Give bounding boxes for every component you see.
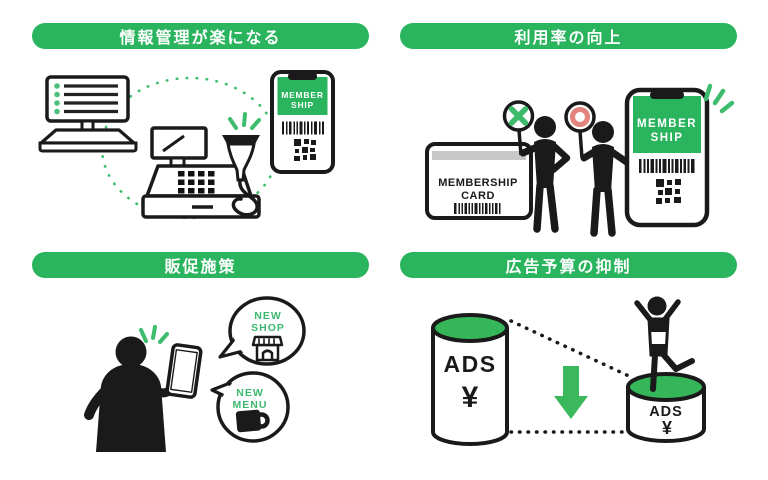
card-label-line1: MEMBERSHIP: [438, 177, 518, 189]
card-label-line2: CARD: [461, 190, 495, 202]
membership-card: MEMBERSHIP CARD: [425, 142, 533, 220]
dotted-decline-lines: [509, 319, 633, 434]
cylinder-large-label: ADS: [443, 351, 496, 377]
phone-label-line2: SHIP: [651, 132, 684, 144]
smartphone-icon: MEMBER SHIP: [270, 70, 335, 174]
qr-code-icon: [656, 179, 681, 204]
barcode-scanner-icon: [222, 112, 261, 217]
keypad: [178, 171, 215, 194]
promo-person-silhouette: [84, 336, 180, 452]
phone-label-line1: MEMBER: [281, 90, 324, 100]
o-sign-paddle-icon: [564, 101, 596, 159]
cylinder-small-label: ADS: [649, 404, 683, 420]
ads-cylinder-large: ADS ¥: [431, 313, 509, 446]
section-title-usage-rate: 利用率の向上: [400, 23, 737, 49]
bubble-shop-line2: SHOP: [251, 322, 285, 334]
illustration-ad-budget: ADS ¥ ADS ¥: [431, 296, 706, 446]
bubble-shop-line1: NEW: [254, 310, 282, 322]
phone-label-line1: MEMBER: [637, 118, 697, 130]
shop-icon: [251, 335, 284, 362]
speech-bubble-new-shop: NEW SHOP: [218, 296, 306, 366]
ads-cylinder-small: ADS ¥: [626, 372, 706, 443]
illustration-info-management: MEMBER SHIP: [38, 70, 335, 220]
sparkle-icon: [703, 83, 735, 114]
barcode-icon: [639, 159, 695, 173]
section-title-sales-promotion: 販促施策: [32, 252, 369, 278]
down-arrow-icon: [554, 366, 588, 419]
barcode-icon: [282, 121, 324, 135]
person-with-o-sign: [580, 121, 632, 237]
cylinder-large-currency: ¥: [462, 381, 479, 414]
person-with-x-sign: [519, 116, 571, 233]
coffee-cup-icon: [235, 409, 270, 433]
bubble-menu-line1: NEW: [236, 387, 264, 399]
illustration-sales-promotion: NEW SHOP NEW MENU: [84, 296, 306, 452]
qr-code-icon: [294, 139, 316, 161]
sparkle-icon: [139, 325, 169, 344]
bubble-menu-line2: MENU: [233, 399, 268, 411]
cylinder-small-currency: ¥: [662, 418, 672, 438]
barcode-icon: [454, 203, 501, 214]
x-sign-paddle-icon: [502, 100, 535, 156]
section-title-ad-budget: 広告予算の抑制: [400, 252, 737, 278]
sparkle-icon: [228, 112, 261, 130]
cheering-person: [634, 296, 695, 392]
illustration-usage-rate: MEMBERSHIP CARD: [425, 83, 735, 237]
phone-label-line2: SHIP: [291, 100, 314, 110]
smartphone-icon: [165, 343, 203, 399]
smartphone-icon: MEMBER SHIP: [624, 83, 735, 228]
desktop-computer-icon: [38, 75, 138, 153]
section-title-info-management: 情報管理が楽になる: [32, 23, 369, 49]
speech-bubble-new-menu: NEW MENU: [210, 371, 290, 443]
